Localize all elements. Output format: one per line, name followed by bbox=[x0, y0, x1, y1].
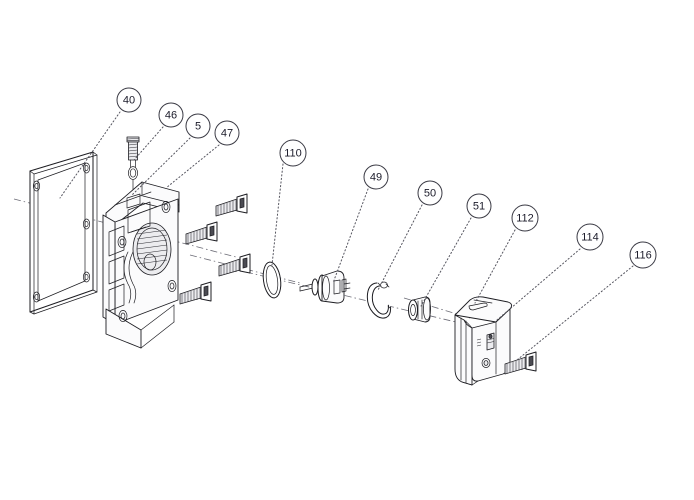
leader-line-5 bbox=[131, 137, 191, 196]
part-valve-assembly bbox=[299, 270, 351, 304]
callout-circle-51 bbox=[466, 193, 492, 219]
leader-line-46 bbox=[133, 126, 164, 161]
callout-label-116: 116 bbox=[634, 250, 652, 262]
part-cover-screw bbox=[504, 351, 537, 375]
leader-line-50 bbox=[377, 204, 423, 291]
callout-116[interactable]: 116 bbox=[629, 241, 657, 269]
callout-label-47: 47 bbox=[221, 128, 233, 140]
callout-circle-47 bbox=[214, 120, 240, 146]
callout-50[interactable]: 50 bbox=[417, 180, 443, 206]
part-bushing-grommet bbox=[408, 296, 431, 323]
leader-line-40 bbox=[59, 111, 121, 199]
callout-label-5: 5 bbox=[195, 121, 201, 133]
part-threaded-plug bbox=[126, 136, 140, 161]
callout-label-112: 112 bbox=[516, 213, 534, 225]
part-socket-head-screw bbox=[218, 253, 251, 277]
part-retaining-snap-ring bbox=[366, 281, 392, 319]
leader-lines bbox=[59, 111, 634, 361]
part-gasket-frame bbox=[29, 151, 98, 315]
callout-label-51: 51 bbox=[473, 201, 485, 213]
callout-label-114: 114 bbox=[581, 232, 599, 244]
callout-46[interactable]: 46 bbox=[158, 102, 184, 128]
callout-circle-46 bbox=[158, 102, 184, 128]
leader-line-47 bbox=[165, 144, 220, 189]
leader-line-114 bbox=[496, 248, 581, 321]
callout-label-46: 46 bbox=[165, 110, 177, 122]
callout-label-110: 110 bbox=[284, 148, 302, 160]
part-o-ring-large bbox=[262, 261, 282, 299]
callout-label-50: 50 bbox=[424, 188, 436, 200]
callout-bubbles: 40 46 5 47 110 49 50 51 112 114 116 bbox=[116, 87, 657, 269]
callout-circle-114 bbox=[576, 223, 604, 251]
leader-line-116 bbox=[516, 265, 634, 361]
callout-49[interactable]: 49 bbox=[363, 164, 389, 190]
callout-circle-50 bbox=[417, 180, 443, 206]
callout-circle-110 bbox=[279, 139, 307, 167]
callout-circle-49 bbox=[363, 164, 389, 190]
callout-circle-116 bbox=[629, 241, 657, 269]
callout-circle-5 bbox=[185, 113, 211, 139]
callout-label-40: 40 bbox=[123, 95, 135, 107]
leader-line-112 bbox=[474, 229, 516, 304]
callout-circle-112 bbox=[511, 204, 539, 232]
callout-51[interactable]: 51 bbox=[466, 193, 492, 219]
leader-line-110 bbox=[271, 163, 284, 266]
callout-112[interactable]: 112 bbox=[511, 204, 539, 232]
part-socket-head-screw bbox=[179, 281, 212, 305]
leader-line-49 bbox=[332, 188, 369, 284]
callout-5[interactable]: 5 bbox=[185, 113, 211, 139]
callout-47[interactable]: 47 bbox=[214, 120, 240, 146]
callout-label-49: 49 bbox=[370, 172, 382, 184]
leader-line-51 bbox=[420, 217, 472, 307]
callout-circle-40 bbox=[116, 87, 142, 113]
part-housing-body bbox=[102, 181, 180, 349]
callout-110[interactable]: 110 bbox=[279, 139, 307, 167]
part-socket-head-screw bbox=[185, 221, 218, 245]
callout-114[interactable]: 114 bbox=[576, 223, 604, 251]
callout-40[interactable]: 40 bbox=[116, 87, 142, 113]
part-socket-head-screw bbox=[215, 193, 248, 217]
part-cover-cap bbox=[454, 296, 513, 386]
